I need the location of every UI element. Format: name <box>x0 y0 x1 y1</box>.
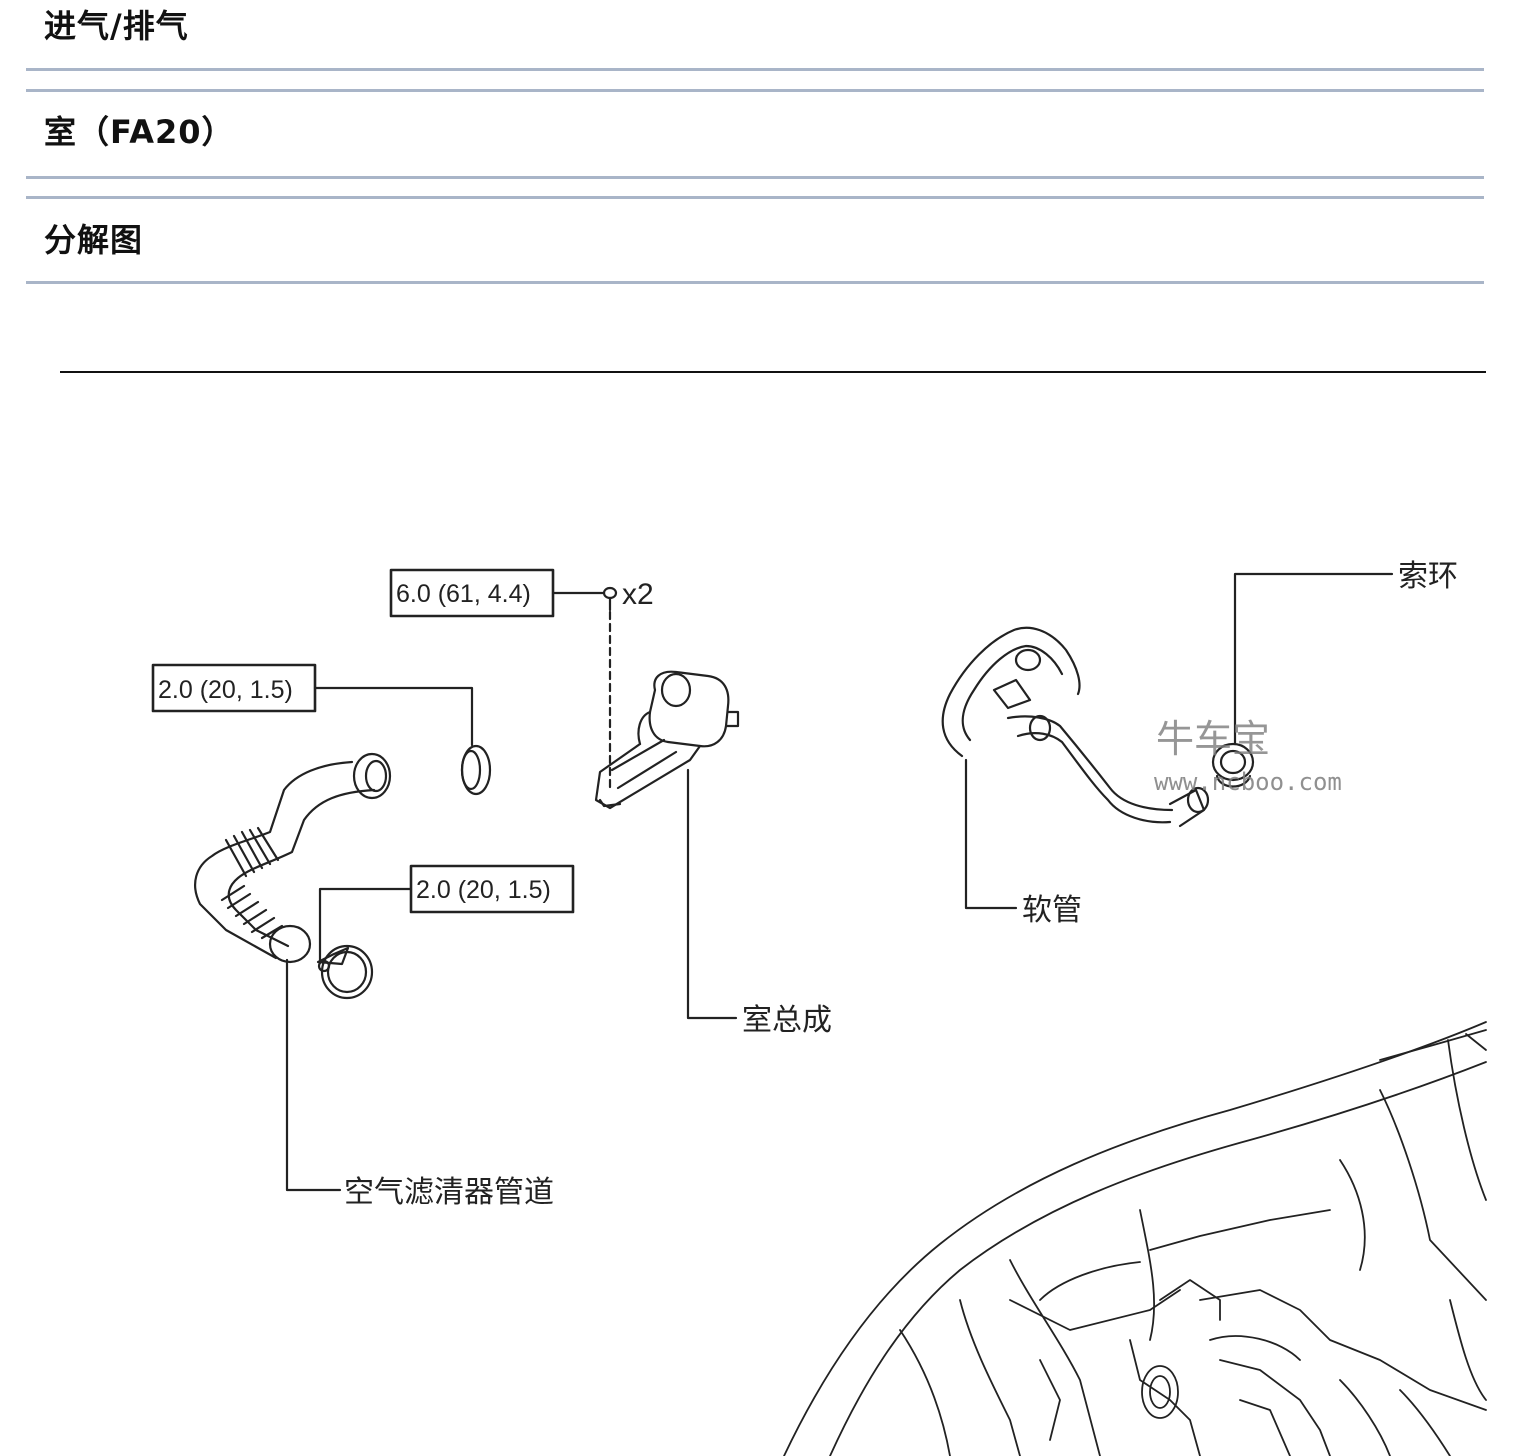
hose-drawing <box>941 626 1210 828</box>
section-title: 进气/排气 <box>44 7 189 45</box>
header-divider <box>26 176 1484 179</box>
engine-bay-outline <box>783 1021 1487 1456</box>
header-divider <box>26 68 1484 71</box>
header-divider <box>26 89 1484 92</box>
clamp-lower-drawing <box>316 944 374 1000</box>
leader-hose <box>964 758 1018 910</box>
watermark-url: www.ncboo.com <box>1154 768 1342 796</box>
chamber-assembly-drawing <box>594 670 740 810</box>
part-label-chamber: 室总成 <box>742 1003 832 1038</box>
view-title: 分解图 <box>44 221 144 259</box>
leader-clamp-lower <box>318 887 413 962</box>
watermark-brand: 牛车宝 <box>1156 717 1270 761</box>
leader-clamp-upper <box>313 686 474 747</box>
air-cleaner-duct-drawing <box>194 752 392 964</box>
torque-label-bolt: 6.0 (61, 4.4) <box>396 580 531 608</box>
clamp-upper-drawing <box>460 744 492 796</box>
bolt-icon <box>602 586 618 612</box>
diagram-top-rule <box>60 371 1486 373</box>
part-label-grommet: 索环 <box>1398 559 1458 594</box>
torque-label-clamp-lower: 2.0 (20, 1.5) <box>416 876 551 904</box>
part-label-hose: 软管 <box>1022 893 1082 928</box>
bolt-quantity-label: x2 <box>622 578 654 611</box>
header-divider <box>26 281 1484 284</box>
leader-duct <box>285 958 342 1192</box>
grommet-drawing <box>1211 742 1255 788</box>
header-divider <box>26 196 1484 199</box>
leader-chamber <box>686 768 738 1020</box>
leader-grommet <box>1233 572 1394 746</box>
part-label-duct: 空气滤清器管道 <box>344 1175 554 1210</box>
component-title: 室（FA20） <box>44 113 235 151</box>
torque-label-clamp-upper: 2.0 (20, 1.5) <box>158 676 293 704</box>
